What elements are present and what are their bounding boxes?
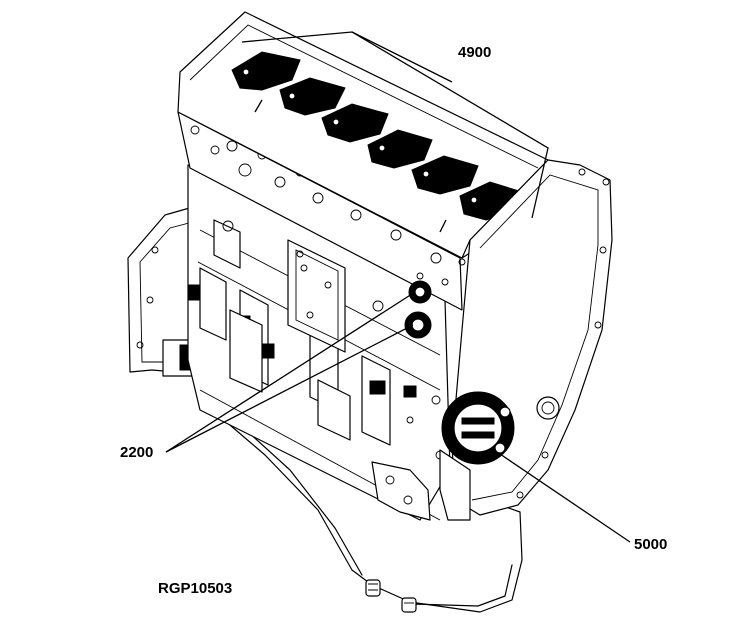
- front-mount-bracket: [371, 449, 471, 521]
- crankshaft-gear: [441, 391, 515, 465]
- cylinder-block: [187, 164, 451, 521]
- callout-4900: 4900: [458, 44, 492, 61]
- callout-2200: 2200: [120, 444, 154, 461]
- drain-plug-left: [365, 579, 381, 597]
- callout-5000: 5000: [634, 536, 668, 553]
- cylinder-head: [177, 111, 466, 311]
- drain-plug-right: [401, 597, 417, 613]
- reference-code: RGP10503: [158, 580, 233, 597]
- oil-pump-gears: [404, 280, 432, 339]
- leader-lines: [165, 31, 631, 543]
